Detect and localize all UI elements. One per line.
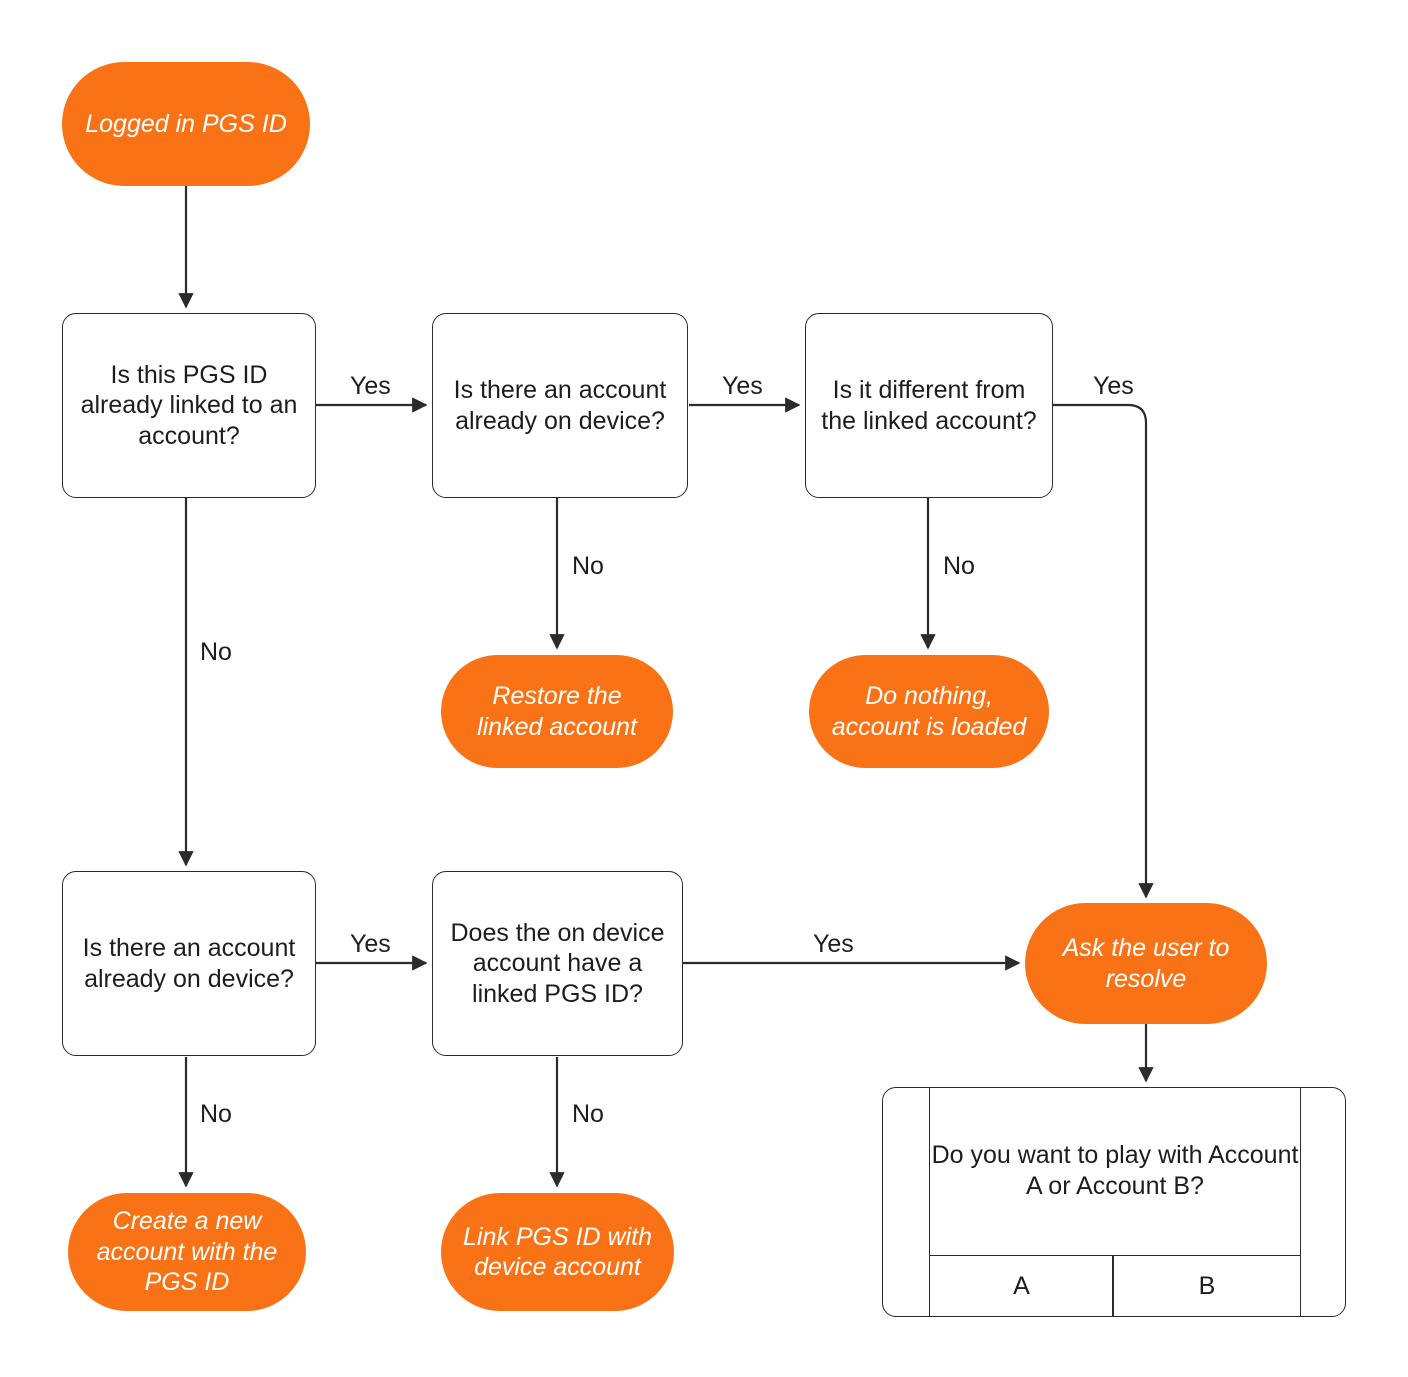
node-label: Is there an account already on device? (82, 934, 296, 993)
edge-label-d4-no: No (200, 1100, 232, 1128)
node-label: Restore the linked account (477, 682, 637, 741)
node-does-device-account-have-linked-pgs-id[interactable]: Does the on device account have a linked… (432, 871, 683, 1056)
node-label: Is it different from the linked account? (821, 376, 1037, 435)
node-label: Create a new account with the PGS ID (96, 1207, 278, 1297)
dialog-button-divider (1112, 1256, 1114, 1317)
edge-label-d2-yes: Yes (722, 372, 763, 400)
node-label: Link PGS ID with device account (463, 1222, 652, 1282)
dialog-message: Do you want to play with Account A or Ac… (930, 1087, 1300, 1256)
dialog-button-a-label: A (1013, 1272, 1030, 1300)
node-is-it-different-from-linked-account[interactable]: Is it different from the linked account? (805, 313, 1053, 498)
node-label: Is this PGS ID already linked to an acco… (80, 360, 298, 450)
node-create-a-new-account-with-pgs-id[interactable]: Create a new account with the PGS ID (68, 1193, 306, 1311)
node-label: Is there an account already on device? (453, 376, 667, 435)
node-restore-the-linked-account[interactable]: Restore the linked account (441, 655, 673, 768)
edge-label-d3-yes: Yes (1093, 372, 1134, 400)
node-do-nothing-account-is-loaded[interactable]: Do nothing, account is loaded (809, 655, 1049, 768)
dialog-mockup-panel (929, 1087, 1301, 1317)
edge-label-d5-yes: Yes (813, 930, 854, 958)
dialog-mockup-frame (882, 1087, 1346, 1317)
node-label: Do nothing, account is loaded (831, 682, 1027, 741)
node-label: Ask the user to resolve (1062, 934, 1230, 993)
node-link-pgs-id-with-device-account[interactable]: Link PGS ID with device account (441, 1193, 674, 1311)
node-logged-in-pgs-id[interactable]: Logged in PGS ID (62, 62, 310, 186)
node-is-there-an-account-on-device-bottom[interactable]: Is there an account already on device? (62, 871, 316, 1056)
dialog-button-b-label: B (1198, 1272, 1216, 1300)
dialog-button-b[interactable]: B (1114, 1256, 1300, 1317)
edge-label-d2-no: No (572, 552, 604, 580)
dialog-button-a[interactable]: A (930, 1256, 1113, 1317)
node-ask-the-user-to-resolve[interactable]: Ask the user to resolve (1025, 903, 1267, 1024)
edge-label-d1-no: No (200, 638, 232, 666)
edge-label-d4-yes: Yes (350, 930, 391, 958)
node-is-there-an-account-on-device-top[interactable]: Is there an account already on device? (432, 313, 688, 498)
node-is-pgs-id-already-linked[interactable]: Is this PGS ID already linked to an acco… (62, 313, 316, 498)
edge-label-d1-yes: Yes (350, 372, 391, 400)
edge-label-d3-no: No (943, 552, 975, 580)
dialog-message-text: Do you want to play with Account A or Ac… (931, 1140, 1299, 1200)
edge-d3-to-ask (1053, 403, 1154, 899)
edge-label-d5-no: No (572, 1100, 604, 1128)
node-label: Does the on device account have a linked… (450, 918, 665, 1008)
node-label: Logged in PGS ID (85, 109, 287, 138)
